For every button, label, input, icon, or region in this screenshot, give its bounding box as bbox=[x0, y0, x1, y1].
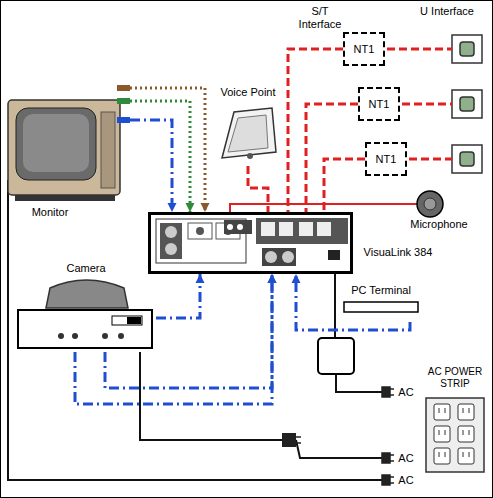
arrowhead bbox=[268, 274, 277, 283]
node-label: NT1 bbox=[369, 98, 390, 111]
node-label: Camera bbox=[51, 262, 121, 275]
cable-connector bbox=[130, 101, 195, 212]
node-label: NT1 bbox=[376, 153, 397, 166]
interface-label: U Interface bbox=[418, 5, 476, 18]
pc-terminal: PC Terminal bbox=[340, 284, 422, 322]
cable-line bbox=[156, 274, 200, 318]
node-label: NT1 bbox=[354, 43, 375, 56]
power-label: AC bbox=[396, 474, 416, 487]
node-label: Monitor bbox=[15, 206, 85, 219]
wall-outlets bbox=[452, 35, 482, 173]
visualink-unit-shape bbox=[148, 212, 438, 274]
visualink-unit: VisuaLink 384 bbox=[148, 212, 438, 274]
cable-connector bbox=[230, 204, 417, 212]
monitor: Monitor bbox=[5, 82, 130, 222]
monitor-shape bbox=[5, 82, 130, 222]
node-label: AC POWER STRIP bbox=[420, 366, 490, 389]
voice-point: Voice Point bbox=[214, 86, 282, 166]
cable-connector bbox=[130, 120, 177, 212]
wall-adapter bbox=[282, 433, 301, 447]
power-cords bbox=[8, 180, 382, 480]
arrowhead bbox=[186, 203, 195, 212]
arrowhead bbox=[292, 274, 301, 283]
cable-line bbox=[130, 88, 205, 212]
arrowhead bbox=[168, 203, 177, 212]
cable-connector bbox=[156, 274, 205, 318]
cable-line bbox=[288, 49, 343, 212]
cable-connector bbox=[130, 88, 210, 212]
nt1-box: NT1 bbox=[358, 87, 400, 121]
cable-connector bbox=[248, 166, 268, 212]
cable-line bbox=[130, 120, 172, 212]
node-label: Voice Point bbox=[214, 86, 282, 99]
power-label: AC bbox=[396, 386, 416, 399]
camera-shape bbox=[16, 262, 156, 352]
arrowhead bbox=[268, 274, 277, 283]
arrowhead bbox=[201, 203, 210, 212]
microphone: Microphone bbox=[404, 190, 474, 234]
nt1-box: NT1 bbox=[343, 32, 385, 66]
cable-line bbox=[230, 204, 417, 212]
cable-line bbox=[248, 166, 268, 212]
node-label: Microphone bbox=[404, 218, 474, 231]
cable-connector bbox=[288, 49, 343, 212]
cable-line bbox=[130, 101, 190, 212]
arrowhead bbox=[196, 274, 205, 283]
node-label: VisuaLink 384 bbox=[358, 246, 438, 259]
camera: Camera bbox=[16, 262, 156, 352]
power-label: AC bbox=[396, 452, 416, 465]
power-strip: AC POWER STRIP bbox=[420, 366, 490, 474]
ac-plugs bbox=[382, 387, 394, 485]
power-brick bbox=[318, 338, 354, 374]
nt1-box: NT1 bbox=[365, 142, 407, 176]
node-label: PC Terminal bbox=[340, 284, 422, 297]
interface-label: S/T Interface bbox=[292, 5, 348, 30]
